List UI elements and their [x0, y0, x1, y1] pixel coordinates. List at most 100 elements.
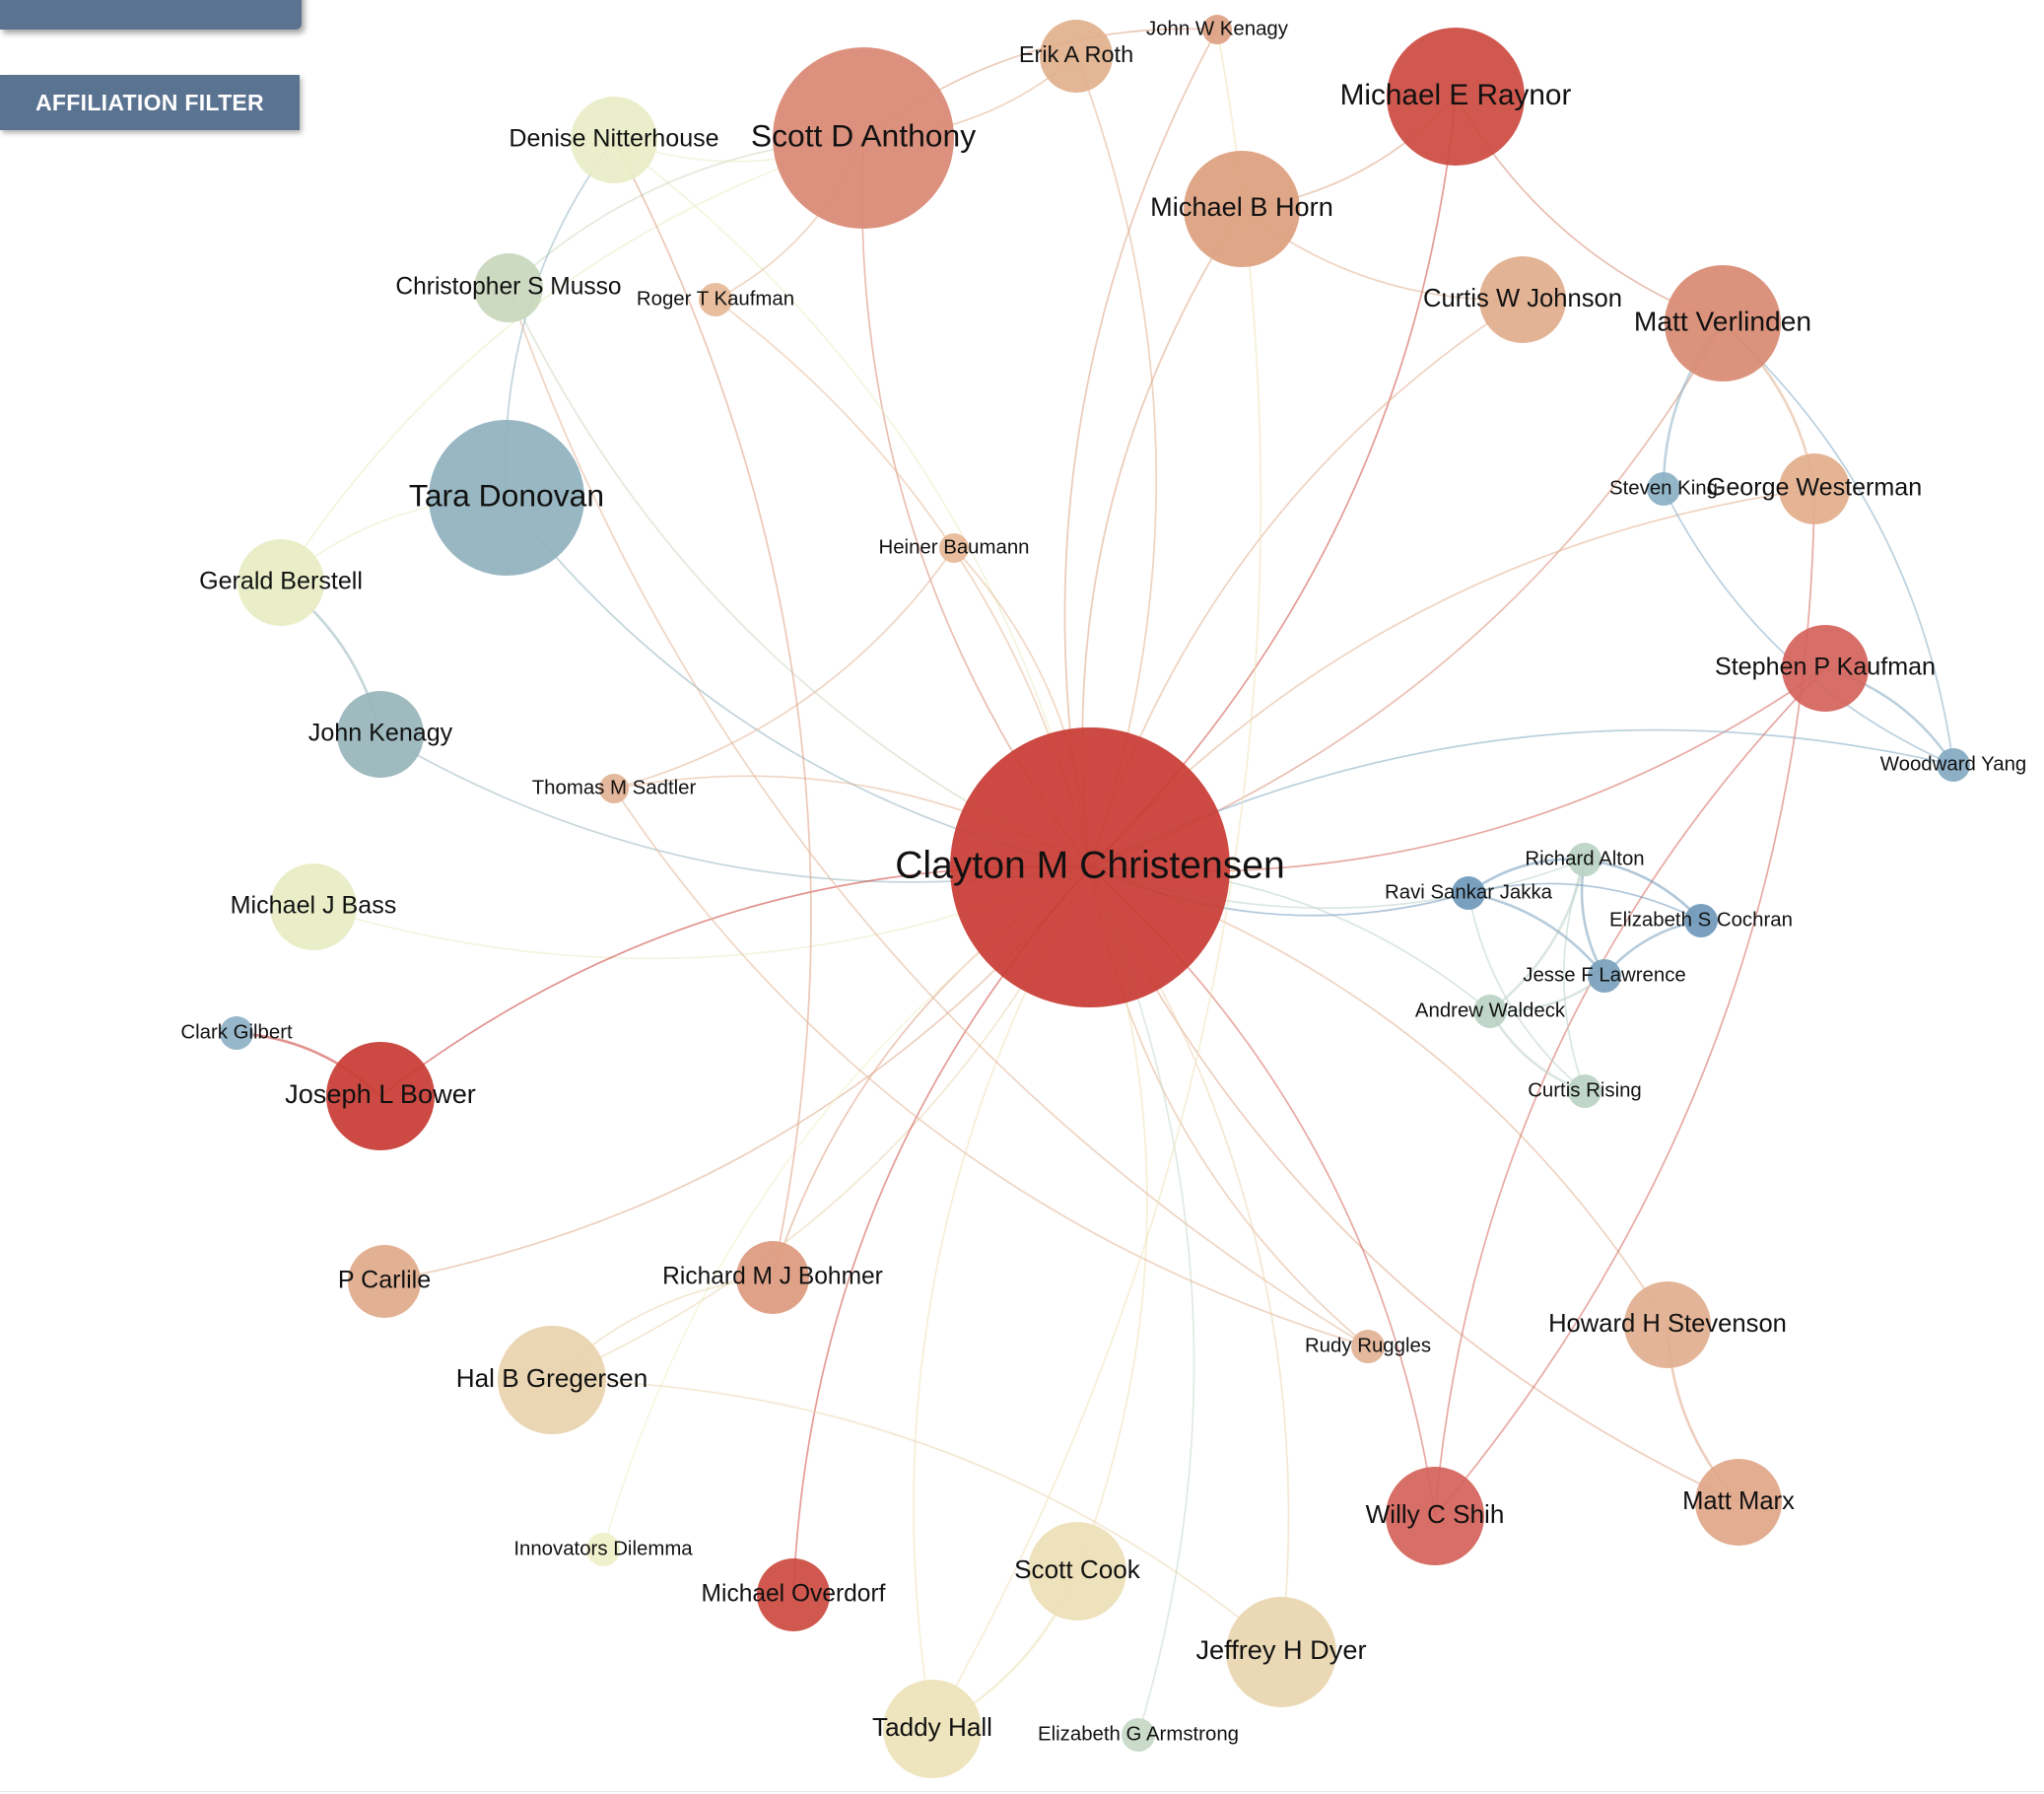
node-nitterhouse[interactable]	[571, 97, 657, 183]
node-erik_roth[interactable]	[1040, 20, 1113, 93]
edge-nitterhouse-bohmer	[613, 139, 812, 1278]
node-label-erik_roth: Erik A Roth	[1019, 41, 1133, 67]
node-woodward_yang[interactable]	[1937, 748, 1970, 782]
node-tara_donovan[interactable]	[429, 420, 584, 576]
node-label-baumann: Heiner Baumann	[878, 536, 1029, 558]
node-label-scott_cook: Scott Cook	[1014, 1554, 1141, 1584]
node-label-lawrence: Jesse F Lawrence	[1523, 964, 1685, 986]
edge-jakka-lawrence	[1467, 891, 1606, 977]
node-bass[interactable]	[270, 863, 357, 950]
edge-alton-lawrence	[1580, 859, 1606, 977]
edge-baumann-sadtler	[613, 547, 955, 790]
node-horn[interactable]	[1184, 151, 1300, 267]
edge-jakka-cochran	[1467, 882, 1702, 922]
node-label-armstrong: Elizabeth G Armstrong	[1038, 1723, 1239, 1745]
node-label-westerman: George Westerman	[1707, 474, 1922, 502]
node-stephen_kaufman[interactable]	[1782, 625, 1869, 712]
node-label-bohmer: Richard M J Bohmer	[662, 1263, 883, 1289]
edge-alton-rising	[1563, 859, 1586, 1092]
node-clark_gilbert[interactable]	[220, 1016, 253, 1050]
affiliation-filter-button[interactable]: AFFILIATION FILTER	[0, 75, 300, 130]
node-armstrong[interactable]	[1122, 1718, 1155, 1752]
node-label-ruggles: Rudy Ruggles	[1305, 1335, 1431, 1356]
edge-jakka-rising	[1467, 892, 1586, 1092]
node-baumann[interactable]	[939, 533, 969, 563]
node-scott_cook[interactable]	[1028, 1522, 1126, 1621]
node-label-marx: Matt Marx	[1682, 1487, 1795, 1515]
node-label-john_kenagy: John Kenagy	[308, 720, 453, 747]
node-layer	[220, 15, 1970, 1778]
node-label-dilemma: Innovators Dilemma	[513, 1538, 693, 1559]
node-shih[interactable]	[1386, 1467, 1484, 1565]
node-roger_kaufman[interactable]	[699, 283, 732, 316]
node-waldeck[interactable]	[1473, 995, 1507, 1028]
edge-gregersen-dyer	[551, 1379, 1282, 1653]
node-label-waldeck: Andrew Waldeck	[1415, 1000, 1566, 1021]
node-john_kenagy[interactable]	[337, 691, 424, 778]
node-label-dyer: Jeffrey H Dyer	[1195, 1634, 1366, 1665]
node-dyer[interactable]	[1226, 1597, 1336, 1707]
node-jakka[interactable]	[1452, 876, 1485, 910]
node-musso[interactable]	[474, 253, 543, 322]
node-label-curtis_johnson: Curtis W Johnson	[1423, 285, 1622, 312]
node-lawrence[interactable]	[1588, 959, 1621, 993]
node-label-bower: Joseph L Bower	[285, 1078, 476, 1109]
node-cochran[interactable]	[1684, 904, 1718, 937]
node-westerman[interactable]	[1779, 453, 1850, 524]
node-label-horn: Michael B Horn	[1150, 191, 1333, 222]
node-label-berstell: Gerald Berstell	[199, 568, 363, 595]
bottom-divider	[0, 1791, 2044, 1792]
node-label-stephen_kaufman: Stephen P Kaufman	[1715, 654, 1936, 681]
node-overdorf[interactable]	[757, 1558, 830, 1631]
top-panel	[0, 0, 302, 30]
node-bower[interactable]	[326, 1042, 435, 1150]
node-label-sadtler: Thomas M Sadtler	[532, 777, 697, 798]
node-dilemma[interactable]	[586, 1533, 620, 1566]
node-label-carlile: P Carlile	[338, 1267, 431, 1294]
node-label-cochran: Elizabeth S Cochran	[1609, 909, 1793, 931]
node-rising[interactable]	[1568, 1074, 1601, 1108]
node-label-roger_kaufman: Roger T Kaufman	[637, 288, 794, 310]
node-label-nitterhouse: Denise Nitterhouse	[509, 125, 718, 153]
node-label-jakka: Ravi Sankar Jakka	[1385, 881, 1553, 903]
node-label-verlinden: Matt Verlinden	[1634, 305, 1811, 336]
node-alton[interactable]	[1568, 843, 1601, 876]
node-label-rising: Curtis Rising	[1528, 1079, 1642, 1101]
node-scott_anthony[interactable]	[773, 47, 954, 229]
node-john_w_kenagy[interactable]	[1202, 15, 1232, 44]
edge-musso-ruggles	[508, 287, 1369, 1347]
edge-stephen_kaufman-shih	[1434, 667, 1826, 1517]
node-raynor[interactable]	[1387, 28, 1525, 166]
label-layer: Clayton M Christensen Scott D AnthonyMich…	[180, 18, 2026, 1745]
node-label-clayton: Clayton M Christensen	[895, 844, 1285, 886]
node-label-musso: Christopher S Musso	[395, 273, 621, 300]
node-marx[interactable]	[1695, 1459, 1782, 1546]
node-stevenson[interactable]	[1624, 1281, 1711, 1368]
node-steven_king[interactable]	[1647, 472, 1680, 506]
node-label-clark_gilbert: Clark Gilbert	[180, 1021, 293, 1043]
node-label-john_w_kenagy: John W Kenagy	[1146, 18, 1289, 39]
node-ruggles[interactable]	[1351, 1330, 1385, 1363]
node-label-tara_donovan: Tara Donovan	[409, 477, 604, 513]
node-label-taddy_hall: Taddy Hall	[872, 1712, 992, 1742]
node-label-gregersen: Hal B Gregersen	[456, 1363, 647, 1393]
node-clayton[interactable]	[950, 727, 1230, 1007]
node-label-scott_anthony: Scott D Anthony	[751, 117, 976, 153]
node-label-shih: Willy C Shih	[1366, 1499, 1505, 1529]
node-bohmer[interactable]	[736, 1241, 809, 1314]
node-label-alton: Richard Alton	[1525, 848, 1644, 869]
node-label-bass: Michael J Bass	[231, 892, 397, 920]
node-label-steven_king: Steven King	[1609, 477, 1718, 499]
node-taddy_hall[interactable]	[883, 1680, 982, 1778]
node-gregersen[interactable]	[498, 1326, 606, 1434]
node-sadtler[interactable]	[599, 774, 629, 803]
node-berstell[interactable]	[238, 539, 324, 626]
edge-alton-waldeck	[1489, 859, 1587, 1013]
node-verlinden[interactable]	[1665, 265, 1781, 381]
edge-verlinden-woodward_yang	[1722, 322, 1954, 766]
node-curtis_johnson[interactable]	[1479, 256, 1566, 343]
node-carlile[interactable]	[348, 1245, 421, 1318]
node-label-woodward_yang: Woodward Yang	[1880, 753, 2027, 775]
edge-john_w_kenagy-taddy_hall	[931, 29, 1262, 1730]
